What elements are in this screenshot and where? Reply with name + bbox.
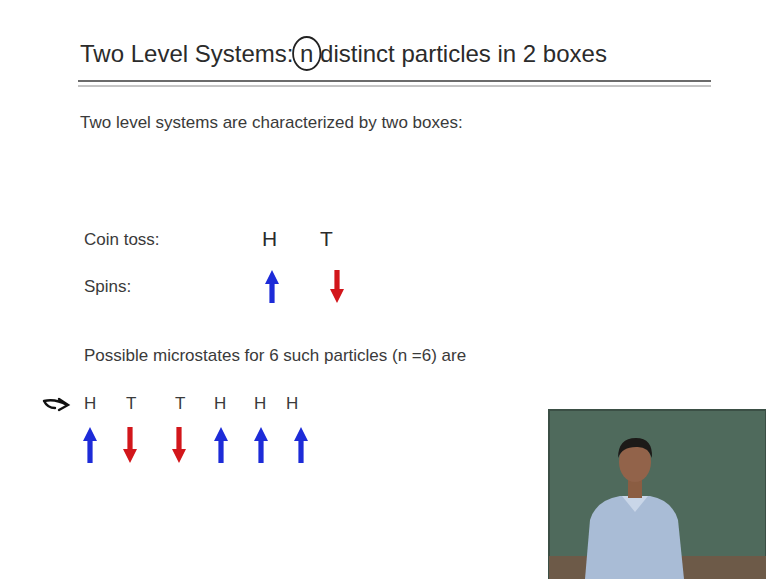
inset-frame xyxy=(549,410,766,579)
spin-down-arrow xyxy=(172,427,186,463)
spin-up-arrow xyxy=(294,427,308,463)
title-rule xyxy=(78,86,711,87)
spin-up-arrow xyxy=(83,427,97,463)
slide-title: Two Level Systems: n distinct particles … xyxy=(80,40,607,69)
intro-text: Two level systems are characterized by t… xyxy=(80,113,463,133)
chalkboard xyxy=(549,410,766,579)
title-rule xyxy=(78,80,711,82)
coin-face: H xyxy=(262,226,277,251)
spin-down-arrow xyxy=(330,270,344,303)
row-label: Coin toss: xyxy=(84,230,160,250)
microstate-letter: H xyxy=(286,394,298,414)
microstate-letter: H xyxy=(254,394,266,414)
video-inset xyxy=(549,410,766,579)
hair xyxy=(618,438,652,458)
shirt xyxy=(585,496,684,579)
microstate-letter: H xyxy=(214,394,226,414)
spin-down-arrow xyxy=(123,427,137,463)
spin-up-arrow xyxy=(265,270,279,303)
coin-face: T xyxy=(320,226,333,251)
spin-up-arrow xyxy=(214,427,228,463)
microstate-letter: T xyxy=(175,394,185,414)
row-label: Spins: xyxy=(84,277,131,297)
microstate-letter: H xyxy=(84,394,96,414)
collar xyxy=(622,496,648,512)
intro-text: Possible microstates for 6 such particle… xyxy=(84,346,466,366)
spin-up-arrow xyxy=(254,427,268,463)
hand-pointer xyxy=(44,399,68,410)
microstate-letter: T xyxy=(126,394,136,414)
